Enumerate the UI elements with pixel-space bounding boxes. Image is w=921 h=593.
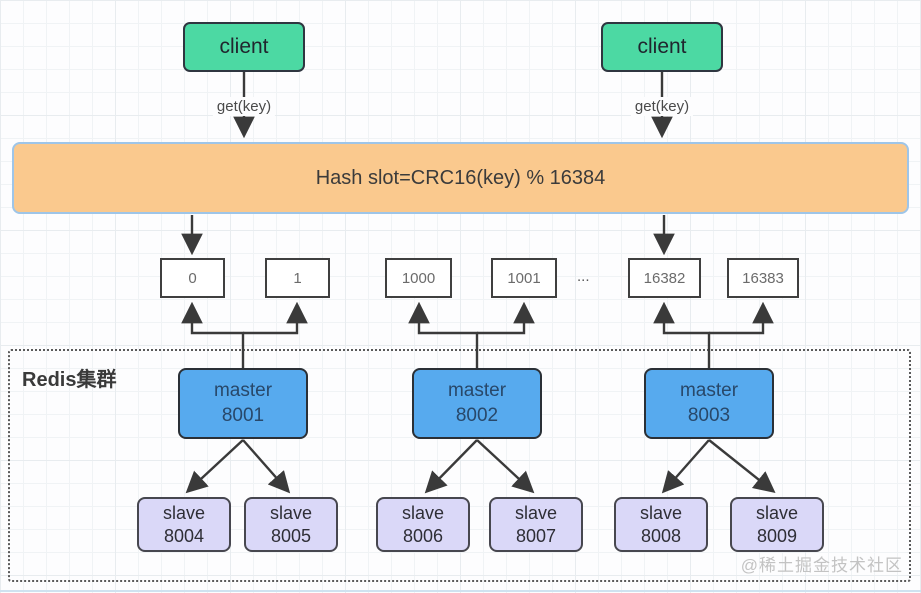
arrow-master8001-to-slot-1 (243, 301, 308, 335)
client-node-2: client (601, 22, 723, 72)
slot-box-0: 0 (160, 258, 225, 298)
arrow-master8003-to-slot-16383 (709, 301, 774, 335)
slot-box-16383: 16383 (727, 258, 799, 298)
master-role: master (447, 379, 507, 401)
slave-role: slave (755, 503, 799, 523)
hash-slot-banner: Hash slot=CRC16(key) % 16384 (12, 142, 909, 214)
slave-role: slave (639, 503, 683, 523)
watermark: @稀土掘金技术社区 (740, 556, 903, 575)
master-port: 8002 (455, 404, 499, 426)
get-key-label-2: get(key) (630, 97, 694, 116)
redis-cluster-container (8, 349, 911, 582)
slave-port: 8005 (270, 525, 312, 546)
arrow-master8002-to-slot-1000 (408, 301, 479, 368)
arrow-master8001-to-slot-0 (181, 301, 245, 368)
slave-role: slave (401, 503, 445, 523)
slot-box-1000: 1000 (385, 258, 452, 298)
master-node-8001: master 8001 (178, 368, 308, 439)
arrow-master8002-to-slave8007 (476, 439, 535, 494)
slots-ellipsis: ... (577, 268, 590, 285)
slave-port: 8004 (163, 525, 205, 546)
master-role: master (213, 379, 273, 401)
master-node-8003: master 8003 (644, 368, 774, 439)
slave-role: slave (514, 503, 558, 523)
slot-box-16382: 16382 (628, 258, 701, 298)
arrow-master8002-to-slave8006 (424, 439, 478, 494)
slave-port: 8006 (402, 525, 444, 546)
redis-cluster-label: Redis集群 (22, 369, 117, 391)
arrow-master8001-to-slave8004 (185, 439, 244, 494)
slave-role: slave (162, 503, 206, 523)
master-node-8002: master 8002 (412, 368, 542, 439)
slot-box-1001: 1001 (491, 258, 557, 298)
slave-node-8009: slave 8009 (730, 497, 824, 552)
get-key-label-1: get(key) (212, 97, 276, 116)
arrow-master8002-to-slot-1001 (477, 301, 535, 335)
master-port: 8003 (687, 404, 731, 426)
slave-role: slave (269, 503, 313, 523)
slave-port: 8008 (640, 525, 682, 546)
slot-box-1: 1 (265, 258, 330, 298)
arrow-master8003-to-slave8009 (708, 439, 776, 494)
master-port: 8001 (221, 404, 265, 426)
slave-node-8006: slave 8006 (376, 497, 470, 552)
arrow-master8003-to-slot-16382 (653, 301, 711, 368)
bottom-edge-line (0, 590, 921, 592)
slave-port: 8009 (756, 525, 798, 546)
slave-node-8004: slave 8004 (137, 497, 231, 552)
master-role: master (679, 379, 739, 401)
client-node-1: client (183, 22, 305, 72)
slave-node-8008: slave 8008 (614, 497, 708, 552)
slave-node-8005: slave 8005 (244, 497, 338, 552)
slave-node-8007: slave 8007 (489, 497, 583, 552)
slave-port: 8007 (515, 525, 557, 546)
arrow-master8001-to-slave8005 (242, 439, 291, 494)
arrow-master8003-to-slave8008 (661, 439, 710, 494)
